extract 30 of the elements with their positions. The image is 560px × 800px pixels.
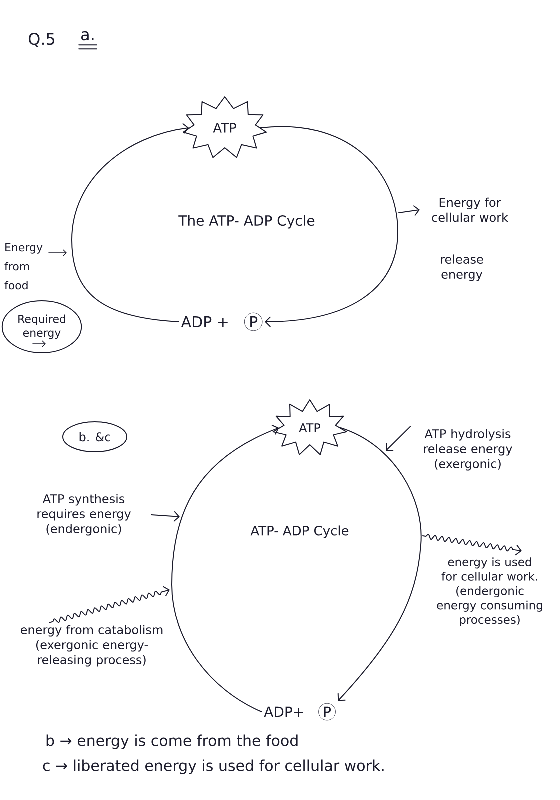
pointer-arrow [386, 426, 411, 452]
circled-letter: P [318, 703, 336, 721]
annotation-text: release energy [441, 254, 484, 282]
answer-line: b → energy is come from the food [46, 734, 298, 750]
part-label: a. [82, 31, 94, 41]
cycle-arrow [172, 424, 280, 712]
circled-text: b. &c [62, 422, 128, 452]
annotation-text: energy is used for cellular work. (endergonic energy consuming processes) [437, 558, 542, 626]
wavy-arrow [50, 586, 170, 624]
annotation-text: Energy from food [4, 244, 43, 290]
pointer-arrow [398, 205, 420, 216]
cycle-arrow [338, 428, 422, 702]
annotation-text: ATP hydrolysis release energy (exergonic) [424, 429, 512, 471]
cycle-title: ATP- ADP Cycle [250, 526, 349, 538]
reaction-text: ADP+ P [264, 703, 336, 721]
question-number: Q.5 [28, 33, 55, 47]
circled-letter: P [244, 312, 263, 332]
wavy-arrow [422, 534, 522, 556]
pointer-arrow [151, 511, 180, 522]
starburst: ATP [272, 400, 348, 456]
reaction-text: ADP + P [181, 312, 263, 332]
cycle-title: The ATP- ADP Cycle [178, 215, 315, 229]
circled-text: Required energy [2, 300, 82, 354]
starburst: ATP [182, 96, 268, 158]
answer-line: c → liberated energy is used for cellular work. [43, 760, 384, 774]
cycle-arrow [72, 123, 190, 322]
annotation-text: energy from catabolism (exergonic energy-releasing process) [21, 625, 163, 667]
cycle-arrow [260, 126, 398, 328]
annotation-text: Energy for cellular work [432, 198, 508, 222]
annotation-text: ATP synthesis requires energy (endergonic) [38, 494, 131, 536]
